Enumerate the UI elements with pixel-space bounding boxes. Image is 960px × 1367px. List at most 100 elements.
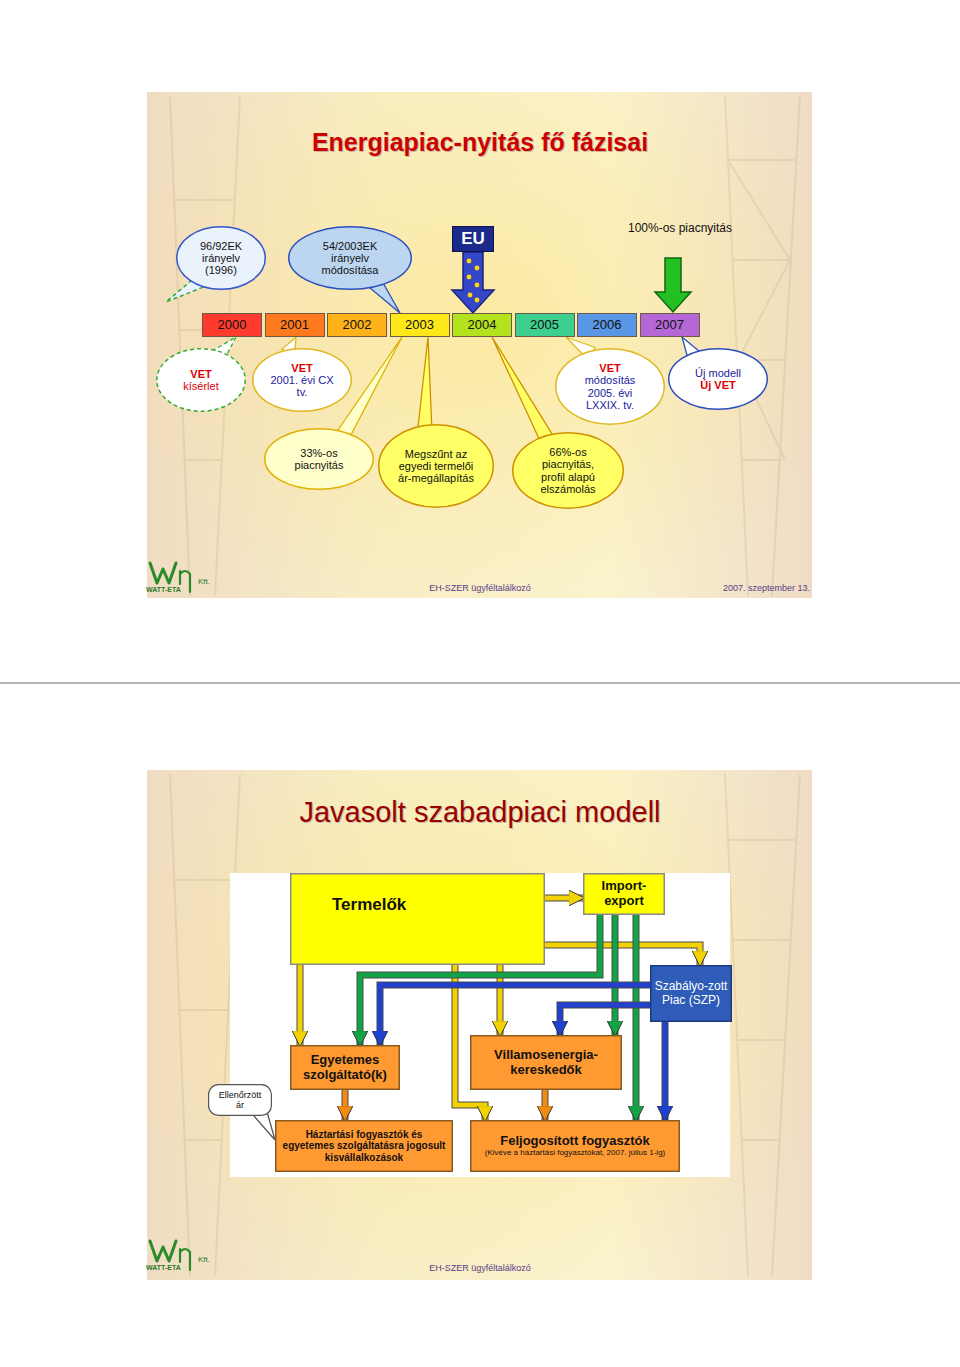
year-box: 2001 (265, 313, 325, 337)
node-outline (290, 873, 545, 965)
callout-tail (418, 337, 432, 429)
actor-name: Villamosenergia-kereskedők (474, 1048, 618, 1077)
star-dot (467, 259, 472, 264)
actor-name: Szabályo-zott Piac (SZP) (654, 980, 728, 1007)
eu-arrow (452, 252, 494, 313)
law-callout: Új modellÚj VET (668, 348, 768, 410)
callout-text: 33%-os piacnyitás (281, 447, 358, 472)
box-shape (584, 874, 665, 915)
footer-text: EH-SZER ügyféltalálkozó (395, 1263, 565, 1273)
year-text: 2006 (579, 318, 635, 333)
logo-w (150, 563, 176, 583)
text-stack: Termelők (332, 895, 406, 914)
text-stack: Import-export (586, 879, 662, 908)
phase-callout: 66%-os piacnyitás, profil alapú elszámol… (512, 432, 624, 509)
text-stack: Megszűnt az egyedi termelői ár-megállapí… (396, 448, 477, 485)
flow-arrow (560, 1005, 650, 1035)
eu-stars (467, 259, 480, 303)
callout-bubble (513, 433, 624, 509)
box-shape (209, 1085, 272, 1116)
directive-callout: 54/2003EK irányelv módosítása (288, 226, 412, 290)
text-stack: 2000 (204, 318, 260, 333)
flow-line (543, 1090, 548, 1120)
box-shape (471, 1036, 622, 1090)
phase-callout: 33%-os piacnyitás (264, 428, 374, 490)
law-callout: VETmódosítás 2005. évi LXXIX. tv. (555, 348, 665, 425)
callout-text: Ellenőrzött ár (214, 1090, 266, 1110)
logo-text: Kft. (198, 1256, 224, 1265)
flow-outline (545, 945, 700, 965)
callout-bubble (265, 429, 374, 490)
text-stack: 33%-os piacnyitás (281, 447, 358, 472)
eu-badge: EU (452, 226, 494, 252)
flow-arrow (636, 915, 637, 1120)
star-dot (475, 283, 480, 288)
actor-name: Egyetemes szolgáltató(k) (294, 1053, 396, 1082)
actor-box: Villamosenergia-kereskedők (470, 1035, 622, 1090)
slide-glow (147, 92, 812, 598)
flow-line (663, 1022, 668, 1120)
callout-bubble (556, 349, 665, 425)
diagram-panel (230, 873, 730, 1177)
text-stack: 66%-os piacnyitás, profil alapú elszámol… (529, 446, 607, 495)
pylon-lines (170, 96, 240, 596)
footer-text: EH-SZER ügyféltalálkozó (395, 583, 565, 593)
box-shape (390, 314, 449, 337)
page-separator (0, 682, 960, 684)
flow-line (613, 915, 618, 1035)
actor-box: Termelők (290, 873, 545, 965)
logo-text: WATT-ETA (146, 1264, 196, 1272)
law-callout: VETkísérlet (156, 348, 246, 412)
year-text: 2004 (454, 318, 510, 333)
flow-arrow (300, 965, 301, 1045)
flow-line (634, 915, 639, 1120)
box-shape (453, 314, 512, 337)
callout-text: Megszűnt az egyedi termelői ár-megállapí… (396, 448, 477, 485)
box-shape (328, 314, 387, 337)
flow-line (560, 1005, 650, 1035)
text-stack: 2001 (267, 318, 323, 333)
flow-arrow (545, 1090, 546, 1120)
text-stack: 54/2003EK irányelv módosítása (307, 240, 394, 277)
text-stack: 2003 (392, 318, 448, 333)
flow-outline (560, 1005, 650, 1035)
actor-name: Import-export (586, 879, 662, 908)
flow-arrow (345, 1090, 346, 1120)
year-text: 2000 (204, 318, 260, 333)
year-box: 2004 (452, 313, 512, 337)
flow-outline (545, 895, 583, 902)
slide-title: Javasolt szabadpiaci modell (180, 796, 780, 828)
flow-outline (662, 1022, 669, 1120)
callout-bubble (177, 227, 266, 290)
logo-eta (180, 1249, 190, 1270)
badge-text: EU (454, 229, 492, 248)
actor-box: Egyetemes szolgáltató(k) (290, 1045, 400, 1090)
slide-title: Energiapiac-nyitás fő fázisai (180, 128, 780, 156)
callout-bubble (253, 349, 352, 412)
callout-text: VET (267, 362, 337, 374)
box-shape (276, 1121, 453, 1172)
callout-text: kísérlet (170, 380, 233, 392)
year-box: 2005 (515, 313, 575, 337)
text-stack: Ellenőrzött ár (214, 1090, 266, 1110)
pylon-lines (170, 774, 240, 1276)
year-box: 2002 (327, 313, 387, 337)
callout-bubble (157, 349, 246, 412)
callout-bubble (289, 227, 412, 290)
label-slot: EH-SZER ügyféltalálkozó (395, 1263, 565, 1273)
label-slot: Javasolt szabadpiaci modell (180, 796, 780, 828)
pylon-lines (725, 774, 800, 1276)
law-callout: VET2001. évi CX tv. (252, 348, 352, 412)
callout-tail (492, 337, 553, 442)
slide-glow (147, 770, 812, 1280)
flow-outline (297, 965, 304, 1045)
text-stack: VETmódosítás 2005. évi LXXIX. tv. (572, 362, 649, 411)
text-stack: Háztartási fogyasztók és egyetemes szolg… (280, 1129, 448, 1163)
flow-line (343, 1090, 348, 1120)
flow-line (298, 965, 303, 1045)
callout-text: 96/92EK irányelv (1996) (190, 240, 253, 277)
actor-name: Termelők (332, 895, 406, 914)
year-box: 2000 (202, 313, 262, 337)
logo-eta (180, 571, 190, 592)
logo-text: WATT-ETA (146, 586, 196, 594)
